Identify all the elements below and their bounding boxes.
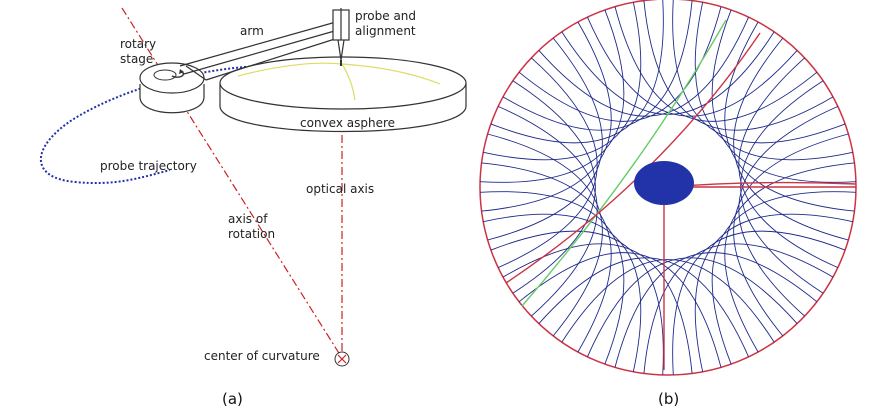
highlight-trace-green [521, 19, 727, 307]
probe-trace [586, 257, 798, 358]
arm [179, 21, 339, 81]
probe-trace [483, 2, 642, 161]
rotary-stage-hub [153, 69, 177, 81]
probe-trace [518, 6, 722, 122]
probe-trace [538, 257, 750, 358]
probe-trace [672, 0, 846, 144]
probe-trace [487, 37, 603, 241]
probe [332, 8, 350, 66]
label-rotary-line1: rotary [120, 37, 156, 51]
probe-trace [483, 213, 642, 372]
rotation-arrow-icon [171, 71, 185, 78]
caption-b: (b) [658, 390, 679, 408]
probe-trace [711, 191, 856, 365]
probe-trace [490, 230, 664, 375]
probe-trace [518, 252, 722, 368]
probe-trace [538, 16, 750, 117]
probe-trace [502, 0, 693, 131]
caption-a: (a) [222, 390, 243, 408]
probe-trace [694, 213, 853, 372]
asphere-top [219, 56, 467, 110]
probe-trace [643, 243, 834, 374]
probe-trace [614, 6, 818, 122]
label-optical-axis: optical axis [306, 182, 374, 196]
probe-trace [490, 0, 664, 144]
probe-trace [733, 133, 849, 337]
label-probe-line1: probe and [355, 9, 416, 23]
rotary-stage [139, 62, 205, 114]
probe-trace [497, 105, 598, 317]
probe-trace [694, 2, 853, 161]
probe-trace [643, 0, 834, 131]
probe-trace [480, 191, 625, 365]
center-blob [634, 161, 694, 205]
center-of-curvature-marker [334, 351, 350, 367]
label-rotary-line2: stage [120, 52, 153, 66]
convex-asphere [219, 56, 467, 133]
probe-trace [738, 57, 839, 269]
label-asphere: convex asphere [300, 116, 395, 130]
probe-trace [711, 9, 856, 183]
probe-trace [586, 16, 798, 117]
label-probe-line2: alignment [355, 24, 416, 38]
probe-trace [481, 162, 612, 353]
rotary-stage-top [139, 62, 205, 94]
panel-a: arm probe and alignment rotary stage con… [39, 7, 467, 408]
probe-trace [724, 162, 855, 353]
label-trajectory: probe trajectory [100, 159, 197, 173]
label-rotation-line2: rotation [228, 227, 275, 241]
probe-trace [738, 105, 839, 317]
panel-b: (b) [479, 0, 857, 408]
probe-trace [561, 259, 775, 343]
probe-trace [733, 37, 849, 241]
probe-trace [481, 21, 612, 212]
label-rotation-line1: axis of [228, 212, 268, 226]
probe-trace [497, 57, 598, 269]
probe-trace [672, 230, 846, 375]
asphere-scan-line-2 [341, 63, 356, 101]
label-arm: arm [240, 24, 264, 38]
probe-trace [480, 9, 625, 183]
probe-trace [487, 133, 603, 337]
probe-trace [512, 80, 596, 294]
label-curvature: center of curvature [204, 349, 320, 363]
probe-trace [614, 252, 818, 368]
